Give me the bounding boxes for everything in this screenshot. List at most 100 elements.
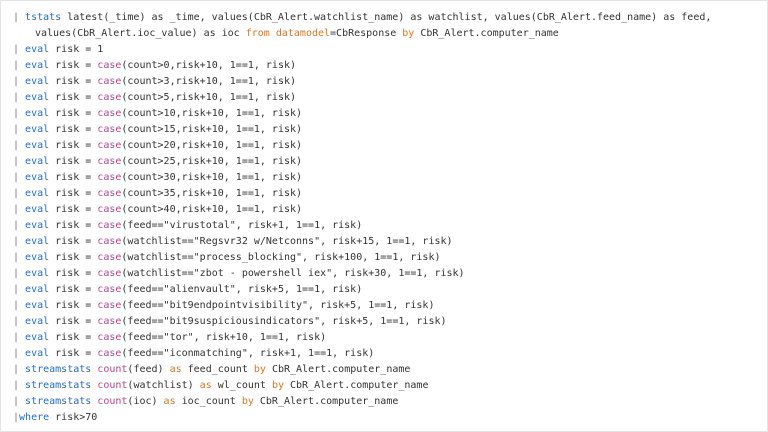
query-text: (feed=="iconmatching", risk+1, 1==1, ris…: [121, 348, 375, 359]
command-keyword: eval: [25, 348, 50, 359]
function-name: case: [97, 172, 122, 183]
function-name: count: [97, 380, 128, 391]
pipe-symbol: |: [13, 124, 26, 135]
pipe-symbol: |: [13, 12, 26, 23]
pipe-symbol: |: [13, 268, 26, 279]
command-keyword: eval: [25, 124, 50, 135]
query-line: | eval risk = case(feed=="virustotal", r…: [13, 218, 767, 234]
pipe-symbol: |: [13, 44, 26, 55]
function-name: case: [97, 268, 122, 279]
query-text: (count>35,risk+10, 1==1, risk): [121, 188, 303, 199]
command-keyword: eval: [25, 60, 50, 71]
query-text: (feed=="bit9endpointvisibility", risk+5,…: [121, 300, 435, 311]
function-name: case: [97, 92, 122, 103]
query-text: risk =: [49, 220, 98, 231]
query-line: | streamstats count(ioc) as ioc_count by…: [13, 394, 767, 410]
command-keyword: eval: [25, 284, 50, 295]
pipe-symbol: |: [13, 204, 26, 215]
function-name: count: [97, 364, 128, 375]
function-name: case: [97, 348, 122, 359]
function-name: case: [97, 188, 122, 199]
query-text: risk =: [49, 60, 98, 71]
query-text: risk =: [49, 92, 98, 103]
pipe-symbol: |: [13, 172, 26, 183]
command-keyword: eval: [25, 108, 50, 119]
query-text: risk =: [49, 108, 98, 119]
command-keyword: eval: [25, 204, 50, 215]
pipe-symbol: |: [13, 220, 26, 231]
pipe-symbol: |: [13, 348, 26, 359]
query-text: risk>70: [49, 412, 98, 423]
function-name: case: [97, 316, 122, 327]
query-line: | eval risk = case(count>10,risk+10, 1==…: [13, 106, 767, 122]
query-line: |where risk>70: [13, 410, 767, 426]
query-line: | eval risk = case(count>25,risk+10, 1==…: [13, 154, 767, 170]
command-keyword: eval: [25, 140, 50, 151]
function-name: case: [97, 108, 122, 119]
query-text: (feed=="tor", risk+10, 1==1, risk): [121, 332, 327, 343]
function-name: case: [97, 236, 122, 247]
command-keyword: where: [19, 412, 50, 423]
function-name: case: [97, 284, 122, 295]
pipe-symbol: |: [13, 252, 26, 263]
query-text: (watchlist): [127, 380, 200, 391]
query-text: (feed=="alienvault", risk+5, 1==1, risk): [121, 284, 363, 295]
query-text: (count>30,risk+10, 1==1, risk): [121, 172, 303, 183]
function-name: case: [97, 76, 122, 87]
command-keyword: eval: [25, 252, 50, 263]
operator-keyword: as: [199, 380, 212, 391]
query-text: (count>3,risk+10, 1==1, risk): [121, 76, 297, 87]
pipe-symbol: |: [13, 92, 26, 103]
pipe-symbol: |: [13, 108, 26, 119]
command-keyword: eval: [25, 188, 50, 199]
query-text: risk =: [49, 204, 98, 215]
command-keyword: streamstats: [25, 364, 92, 375]
query-line: | eval risk = case(feed=="bit9endpointvi…: [13, 298, 767, 314]
function-name: case: [97, 220, 122, 231]
pipe-symbol: |: [13, 396, 26, 407]
function-name: case: [97, 124, 122, 135]
query-text: (watchlist=="process_blocking", risk+100…: [121, 252, 441, 263]
query-text: CbR_Alert.computer_name: [265, 364, 411, 375]
operator-keyword: from: [245, 28, 270, 39]
pipe-symbol: |: [13, 364, 26, 375]
query-text: risk =: [49, 156, 98, 167]
query-text: risk =: [49, 332, 98, 343]
query-line: | eval risk = case(feed=="iconmatching",…: [13, 346, 767, 362]
query-line: | tstats latest(_time) as _time, values(…: [13, 10, 761, 42]
command-keyword: streamstats: [25, 380, 92, 391]
command-keyword: eval: [25, 268, 50, 279]
command-keyword: eval: [25, 76, 50, 87]
pipe-symbol: |: [13, 60, 26, 71]
query-text: CbR_Alert.computer_name: [414, 28, 559, 39]
query-line: | eval risk = case(feed=="alienvault", r…: [13, 282, 767, 298]
command-keyword: eval: [25, 300, 50, 311]
function-name: case: [97, 204, 122, 215]
pipe-symbol: |: [13, 140, 26, 151]
query-text: (count>0,risk+10, 1==1, risk): [121, 60, 297, 71]
query-text: (count>20,risk+10, 1==1, risk): [121, 140, 303, 151]
operator-keyword: as: [169, 364, 182, 375]
query-text: wl_count: [211, 380, 272, 391]
query-line: | eval risk = case(feed=="tor", risk+10,…: [13, 330, 767, 346]
query-line: | eval risk = case(count>5,risk+10, 1==1…: [13, 90, 767, 106]
pipe-symbol: |: [13, 284, 26, 295]
query-line: | eval risk = case(watchlist=="zbot - po…: [13, 266, 767, 282]
command-keyword: eval: [25, 156, 50, 167]
query-text: (watchlist=="Regsvr32 w/Netconns", risk+…: [121, 236, 453, 247]
command-keyword: eval: [25, 316, 50, 327]
query-text: risk = 1: [49, 44, 104, 55]
query-text: risk =: [49, 348, 98, 359]
query-text: (count>25,risk+10, 1==1, risk): [121, 156, 303, 167]
query-text: (feed=="bit9suspiciousindicators", risk+…: [121, 316, 447, 327]
query-line: | eval risk = case(count>40,risk+10, 1==…: [13, 202, 767, 218]
function-name: case: [97, 60, 122, 71]
pipe-symbol: |: [13, 380, 26, 391]
command-keyword: eval: [25, 92, 50, 103]
query-text: (feed): [127, 364, 170, 375]
query-line: | eval risk = case(watchlist=="Regsvr32 …: [13, 234, 767, 250]
query-line: | eval risk = case(count>3,risk+10, 1==1…: [13, 74, 767, 90]
query-text: risk =: [49, 172, 98, 183]
